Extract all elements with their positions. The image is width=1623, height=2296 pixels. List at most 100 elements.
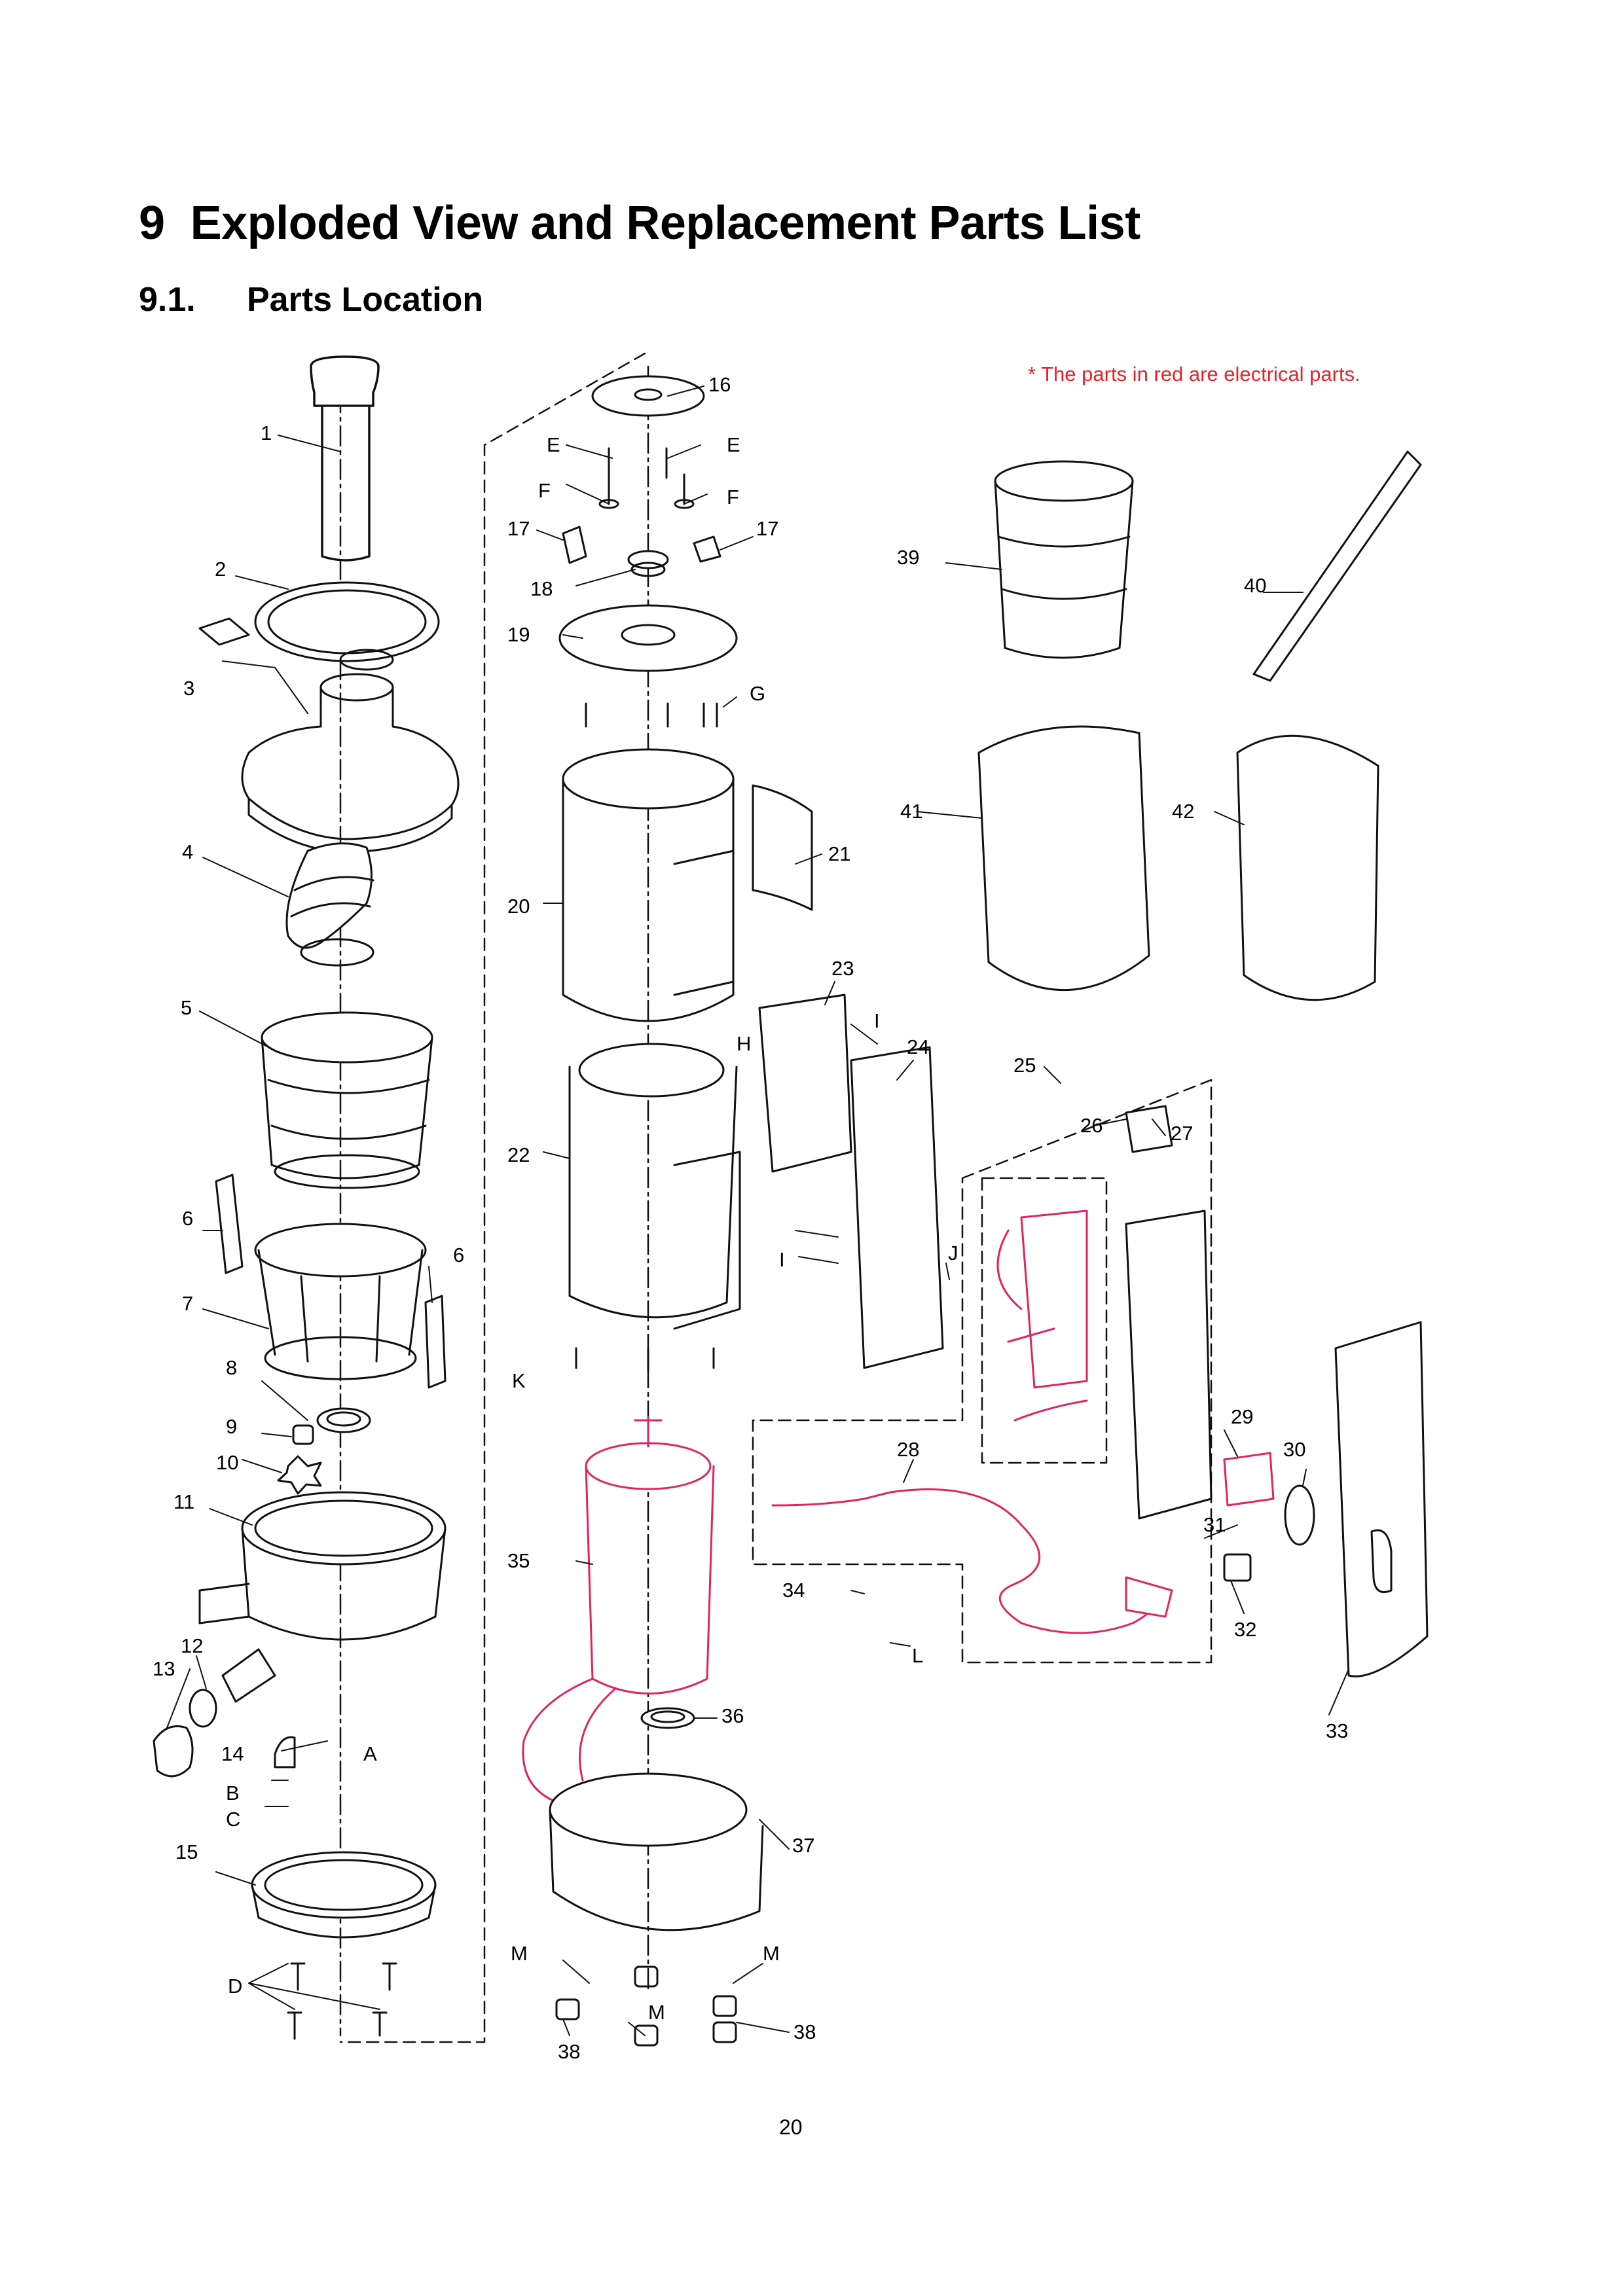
- part-33-back-cover: [1334, 1321, 1429, 1677]
- callout-29: 29: [1231, 1405, 1253, 1428]
- callout-K: K: [512, 1369, 526, 1392]
- callout-18: 18: [530, 577, 553, 600]
- callout-B: B: [226, 1782, 240, 1804]
- callout-31: 31: [1203, 1513, 1226, 1536]
- callout-16: 16: [708, 373, 731, 396]
- callout-30: 30: [1283, 1438, 1305, 1461]
- screws-e-f: [598, 447, 695, 509]
- part-21-panel: [752, 784, 813, 911]
- callout-10: 10: [216, 1451, 238, 1474]
- section-title: Exploded View and Replacement Parts List: [190, 197, 1141, 249]
- electrical-parts-note: * The parts in red are electrical parts.: [1028, 363, 1360, 386]
- callout-12: 12: [181, 1634, 203, 1657]
- part-40-cleaning-brush: [1252, 450, 1422, 682]
- part-08-gasket: [316, 1407, 371, 1433]
- part-07-rotating-brush: [254, 1223, 427, 1380]
- callout-labels: 1 2 3 4 5 6 6 7 8 9 10 11 12 13 14 15 16…: [153, 373, 1348, 2063]
- callout-38-left: 38: [558, 2040, 580, 2063]
- part-37-base: [549, 1772, 764, 1931]
- part-24-side-bracket: [850, 1046, 944, 1369]
- callout-11: 11: [173, 1490, 194, 1513]
- part-10-star: [277, 1455, 322, 1495]
- callout-5: 5: [181, 996, 192, 1019]
- callout-40: 40: [1244, 574, 1266, 597]
- part-20-outer-case: [562, 748, 735, 1022]
- part-02-lid-top: [254, 581, 440, 671]
- callout-21: 21: [828, 842, 850, 865]
- part-04-screw: [285, 842, 374, 967]
- callout-M-center: M: [648, 2001, 665, 2024]
- callout-24: 24: [907, 1035, 929, 1058]
- section-number: 9: [139, 197, 165, 249]
- part-16-top-cover: [591, 375, 705, 417]
- part-35-motor: [522, 1416, 715, 1808]
- part-14-clip: [274, 1736, 296, 1768]
- part-27-switch-bracket: [1125, 1105, 1173, 1153]
- part-38-feet: [555, 1965, 737, 2047]
- part-39-strainer-alt: [994, 460, 1134, 659]
- callout-4: 4: [182, 840, 193, 863]
- callout-19: 19: [507, 623, 530, 646]
- callout-32: 32: [1234, 1618, 1256, 1641]
- callout-7: 7: [182, 1292, 193, 1315]
- callout-27: 27: [1171, 1122, 1193, 1145]
- part-06-wiper-left: [215, 1174, 244, 1274]
- callout-37: 37: [792, 1834, 814, 1857]
- callout-28: 28: [897, 1438, 919, 1461]
- callout-E-left: E: [547, 433, 560, 456]
- part-42-pulp-cup: [1236, 734, 1379, 1001]
- callout-14: 14: [221, 1742, 244, 1765]
- part-18-bearing: [627, 550, 669, 577]
- callout-C: C: [226, 1808, 240, 1831]
- callout-23: 23: [831, 957, 854, 980]
- part-23-bracket: [758, 994, 852, 1173]
- callout-20: 20: [507, 895, 530, 918]
- leader-lines: [166, 386, 1349, 2036]
- callout-H: H: [737, 1032, 751, 1055]
- callout-I-top: I: [874, 1009, 880, 1032]
- column-divider-line: [339, 352, 646, 2043]
- callout-17-right: 17: [756, 517, 778, 540]
- dashed-boundaries: [339, 352, 1213, 2043]
- callout-39: 39: [897, 546, 919, 569]
- part-30-knob: [1284, 1484, 1315, 1546]
- screws-g: [585, 702, 718, 728]
- part-lid-body: [241, 673, 460, 853]
- callout-6-right: 6: [453, 1244, 464, 1266]
- callout-J: J: [948, 1242, 958, 1265]
- part-17-clips: [562, 526, 721, 564]
- callout-15: 15: [175, 1840, 198, 1863]
- callout-42: 42: [1172, 800, 1194, 823]
- part-32-connector: [1223, 1553, 1252, 1582]
- part-pcb: [996, 1210, 1088, 1422]
- callout-E-right: E: [727, 433, 740, 456]
- callout-9: 9: [226, 1415, 237, 1438]
- circuit-board-boundary: [981, 1177, 1108, 1464]
- part-03-label: [198, 617, 250, 646]
- part-09-cap: [292, 1424, 314, 1445]
- callout-8: 8: [226, 1356, 237, 1379]
- part-41-juice-cup: [977, 725, 1150, 992]
- callout-17-left: 17: [507, 517, 530, 540]
- callout-25: 25: [1013, 1054, 1036, 1077]
- part-12-13-spout-cap: [153, 1648, 276, 1778]
- part-15-base-ring: [251, 1851, 437, 1939]
- callout-22: 22: [507, 1143, 530, 1166]
- part-22-frame: [568, 1043, 741, 1330]
- callout-D: D: [228, 1975, 242, 1998]
- electrical-group-boundary-25: [752, 1079, 1213, 1664]
- part-pcb-housing: [1125, 1210, 1213, 1520]
- screws-k: [575, 1347, 715, 1372]
- callout-1: 1: [261, 422, 272, 444]
- callout-6-left: 6: [182, 1207, 193, 1230]
- part-05-strainer: [261, 1011, 433, 1189]
- callout-35: 35: [507, 1549, 530, 1572]
- callout-F-right: F: [727, 486, 739, 509]
- callout-2: 2: [215, 558, 226, 581]
- callout-13: 13: [153, 1657, 175, 1680]
- callout-34: 34: [782, 1579, 805, 1602]
- callout-36: 36: [721, 1704, 744, 1727]
- callout-A: A: [363, 1742, 377, 1765]
- section-heading: 9 Exploded View and Replacement Parts Li…: [139, 196, 1140, 250]
